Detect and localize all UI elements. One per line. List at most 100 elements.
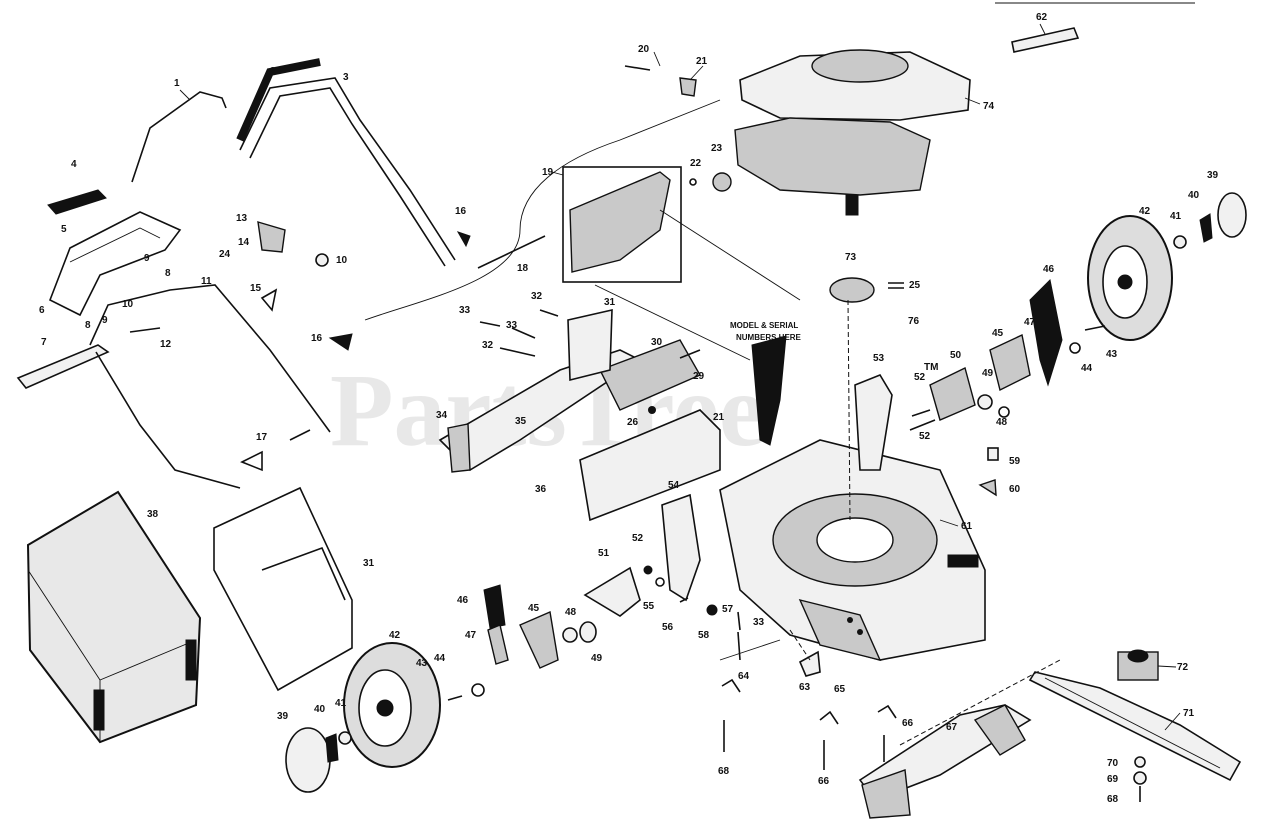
callout-52b: 52: [919, 431, 931, 442]
callout-72: 72: [1177, 662, 1189, 673]
callout-9a: 9: [144, 253, 150, 264]
callout-40b: 40: [314, 704, 326, 715]
callout-33b: 33: [506, 320, 518, 331]
callout-66b: 66: [818, 776, 830, 787]
callout-42a: 42: [1139, 206, 1151, 217]
callout-45b: 45: [528, 603, 540, 614]
callout-17: 17: [256, 432, 268, 443]
callout-39b: 39: [277, 711, 289, 722]
callout-7: 7: [41, 337, 47, 348]
callout-76: 76: [908, 316, 920, 327]
callout-10a: 10: [122, 299, 134, 310]
callout-15: 15: [250, 283, 262, 294]
callout-22: 22: [690, 158, 702, 169]
callout-31b: 31: [363, 558, 375, 569]
callout-66a: 66: [902, 718, 914, 729]
callout-47a: 47: [1024, 317, 1036, 328]
callout-36: 36: [535, 484, 547, 495]
callout-29: 29: [693, 371, 705, 382]
callout-65: 65: [834, 684, 846, 695]
model-serial-note: MODEL & SERIAL NUMBERS HERE: [730, 321, 802, 446]
callout-4: 4: [71, 159, 77, 170]
callout-2: 2: [270, 66, 276, 77]
front-wheel-assembly: [285, 493, 741, 793]
callout-48a: 48: [996, 417, 1008, 428]
rear-door-assembly: [438, 308, 721, 522]
callout-42b: 42: [389, 630, 401, 641]
callout-46a: 46: [1043, 264, 1055, 275]
callout-21a: 21: [696, 56, 708, 67]
leader-lines: [179, 23, 1181, 731]
callout-31a: 31: [604, 297, 616, 308]
callout-32b: 32: [482, 340, 494, 351]
callout-32a: 32: [531, 291, 543, 302]
callout-70: 70: [1107, 758, 1119, 769]
callout-34: 34: [436, 410, 448, 421]
callout-40a: 40: [1188, 190, 1200, 201]
callout-63: 63: [799, 682, 811, 693]
callout-41b: 41: [335, 698, 347, 709]
callout-12: 12: [160, 339, 172, 350]
callout-68a: 68: [718, 766, 730, 777]
callout-54: 54: [668, 480, 680, 491]
callout-53: 53: [873, 353, 885, 364]
grass-bag: [26, 490, 202, 744]
callout-58: 58: [698, 630, 710, 641]
callout-8a: 8: [165, 268, 171, 279]
callout-38: 38: [147, 509, 159, 520]
callout-73: 73: [845, 252, 857, 263]
rear-height-adjuster: [854, 278, 1063, 497]
note-line-2: NUMBERS HERE: [736, 333, 802, 342]
callout-52c: 52: [632, 533, 644, 544]
callout-19: 19: [542, 167, 554, 178]
callout-68b: 68: [1107, 794, 1119, 805]
callout-11: 11: [201, 276, 212, 287]
bag-frame: [213, 486, 353, 692]
callout-60: 60: [1009, 484, 1021, 495]
callout-16b: 16: [311, 333, 323, 344]
watermark-trademark: TM: [924, 362, 938, 373]
callout-10b: 10: [336, 255, 348, 266]
callout-23: 23: [711, 143, 723, 154]
callout-24: 24: [219, 249, 231, 260]
callout-9b: 9: [102, 315, 108, 326]
deflector-detail: [562, 166, 801, 361]
callout-20: 20: [638, 44, 650, 55]
callout-33a: 33: [459, 305, 471, 316]
rear-wheel: [1069, 192, 1247, 354]
callout-44b: 44: [434, 653, 446, 664]
callout-62: 62: [1036, 12, 1048, 23]
callout-64: 64: [738, 671, 750, 682]
callout-16a: 16: [455, 206, 467, 217]
callout-57: 57: [722, 604, 734, 615]
callout-74: 74: [983, 101, 995, 112]
callout-43b: 43: [416, 658, 428, 669]
callout-3: 3: [343, 72, 349, 83]
callout-59: 59: [1009, 456, 1021, 467]
callout-56: 56: [662, 622, 674, 633]
callout-44a: 44: [1081, 363, 1093, 374]
callout-45a: 45: [992, 328, 1004, 339]
callout-14: 14: [238, 237, 250, 248]
blade-assembly: [719, 639, 1242, 819]
callout-49a: 49: [982, 368, 994, 379]
callout-8b: 8: [85, 320, 91, 331]
callout-52a: 52: [914, 372, 926, 383]
callout-55: 55: [643, 601, 655, 612]
callout-67: 67: [946, 722, 958, 733]
callout-49b: 49: [591, 653, 603, 664]
callout-21b: 21: [713, 412, 725, 423]
callout-50: 50: [950, 350, 962, 361]
callout-39a: 39: [1207, 170, 1219, 181]
callout-25: 25: [909, 280, 921, 291]
mower-deck: [719, 299, 986, 677]
callout-71: 71: [1183, 708, 1195, 719]
callout-48b: 48: [565, 607, 577, 618]
callout-61: 61: [961, 521, 973, 532]
callout-51: 51: [598, 548, 610, 559]
callout-labels: 1 2 3 4 5 6 7 8 8 9 9 10 10 11 12 13 14 …: [39, 12, 1219, 805]
callout-26: 26: [627, 417, 639, 428]
callout-69: 69: [1107, 774, 1119, 785]
callout-43a: 43: [1106, 349, 1118, 360]
